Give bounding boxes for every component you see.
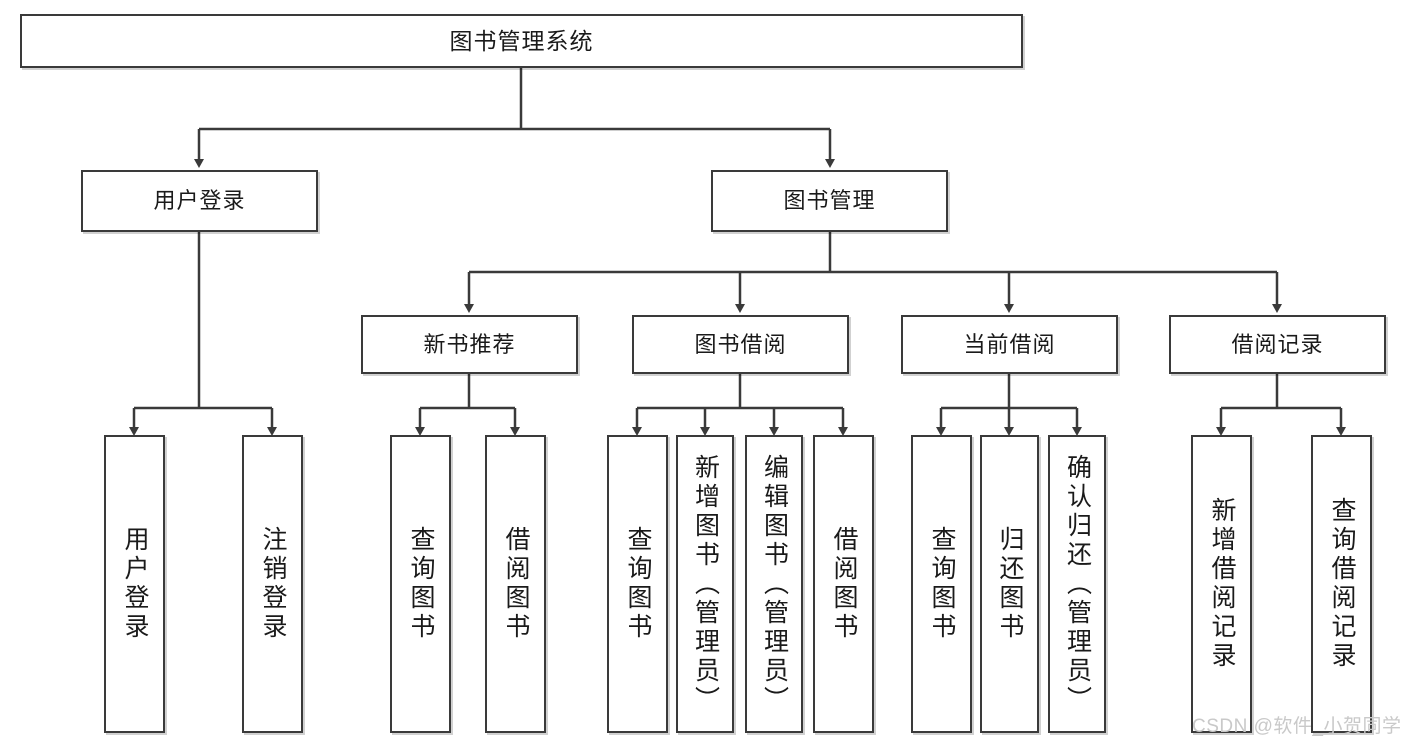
node-current-borrow[interactable]: 当前借阅 bbox=[901, 315, 1118, 374]
node-leaf-edit-book-admin[interactable]: 编辑图书（管理员） bbox=[745, 435, 803, 733]
node-new-book-recommend[interactable]: 新书推荐 bbox=[361, 315, 578, 374]
node-leaf-return-book[interactable]: 归还图书 bbox=[980, 435, 1039, 733]
node-new-book-recommend-label: 新书推荐 bbox=[423, 331, 516, 357]
node-borrow-record-label: 借阅记录 bbox=[1231, 331, 1324, 357]
node-leaf-return-book-label: 归还图书 bbox=[996, 526, 1024, 642]
node-leaf-borrow-book-1-label: 借阅图书 bbox=[502, 526, 530, 642]
node-leaf-add-book-admin-label: 新增图书（管理员） bbox=[691, 453, 720, 715]
node-leaf-borrow-book-2[interactable]: 借阅图书 bbox=[813, 435, 874, 733]
node-borrow-record[interactable]: 借阅记录 bbox=[1169, 315, 1386, 374]
node-book-management[interactable]: 图书管理 bbox=[711, 170, 948, 232]
node-leaf-query-book-3-label: 查询图书 bbox=[928, 526, 956, 642]
node-leaf-query-book-1-label: 查询图书 bbox=[407, 526, 435, 642]
node-user-login[interactable]: 用户登录 bbox=[81, 170, 318, 232]
csdn-watermark: CSDN @软件_小贺同学 bbox=[1192, 716, 1402, 737]
node-leaf-query-borrow-record[interactable]: 查询借阅记录 bbox=[1311, 435, 1372, 733]
node-leaf-add-book-admin[interactable]: 新增图书（管理员） bbox=[676, 435, 734, 733]
node-root-label: 图书管理系统 bbox=[449, 27, 594, 54]
node-leaf-confirm-return-admin-label: 确认归还（管理员） bbox=[1063, 453, 1092, 715]
node-leaf-user-login-label: 用户登录 bbox=[121, 526, 149, 642]
node-leaf-query-book-3[interactable]: 查询图书 bbox=[911, 435, 972, 733]
node-book-borrow[interactable]: 图书借阅 bbox=[632, 315, 849, 374]
node-root[interactable]: 图书管理系统 bbox=[20, 14, 1023, 68]
node-leaf-confirm-return-admin[interactable]: 确认归还（管理员） bbox=[1048, 435, 1106, 733]
node-leaf-borrow-book-2-label: 借阅图书 bbox=[830, 526, 858, 642]
node-user-login-label: 用户登录 bbox=[153, 188, 246, 213]
node-leaf-logout-login-label: 注销登录 bbox=[259, 526, 287, 642]
node-leaf-add-borrow-record-label: 新增借阅记录 bbox=[1208, 497, 1236, 671]
node-leaf-add-borrow-record[interactable]: 新增借阅记录 bbox=[1191, 435, 1252, 733]
node-book-borrow-label: 图书借阅 bbox=[694, 331, 787, 357]
node-current-borrow-label: 当前借阅 bbox=[963, 331, 1056, 357]
node-leaf-borrow-book-1[interactable]: 借阅图书 bbox=[485, 435, 546, 733]
node-book-management-label: 图书管理 bbox=[783, 188, 876, 213]
node-leaf-query-book-2-label: 查询图书 bbox=[624, 526, 652, 642]
node-leaf-edit-book-admin-label: 编辑图书（管理员） bbox=[760, 453, 789, 715]
node-leaf-query-book-1[interactable]: 查询图书 bbox=[390, 435, 451, 733]
node-leaf-query-borrow-record-label: 查询借阅记录 bbox=[1328, 497, 1356, 671]
node-leaf-query-book-2[interactable]: 查询图书 bbox=[607, 435, 668, 733]
node-leaf-logout-login[interactable]: 注销登录 bbox=[242, 435, 303, 733]
node-leaf-user-login[interactable]: 用户登录 bbox=[104, 435, 165, 733]
